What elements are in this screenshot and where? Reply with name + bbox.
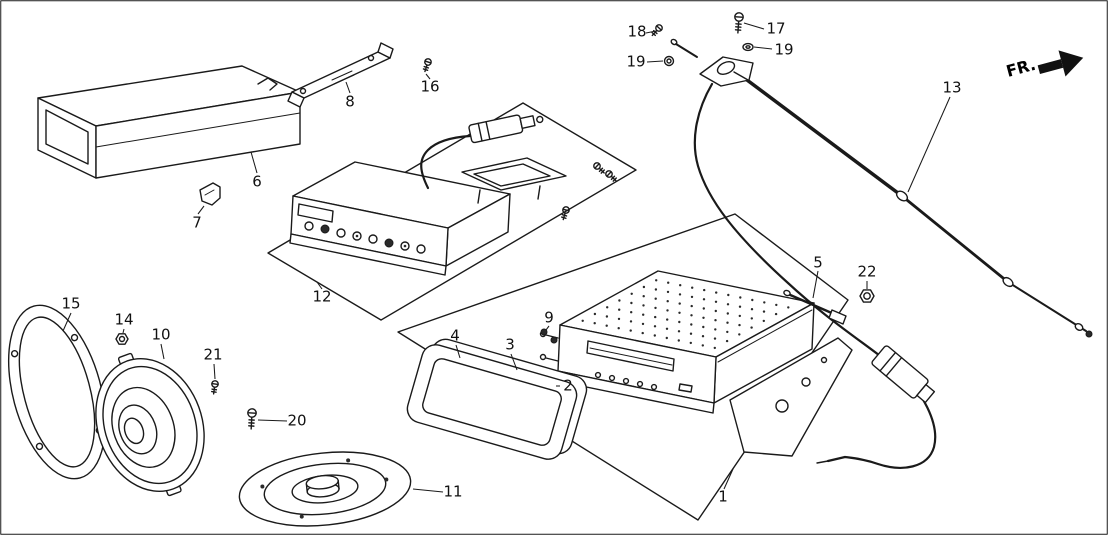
callout-5-10: 5 [813, 254, 823, 272]
screw-b [603, 168, 620, 184]
antenna-mast [745, 78, 1093, 338]
mounting-clip-7 [199, 182, 221, 206]
tuner-envelope-12 [267, 102, 637, 321]
callout-2-14: 2 [563, 377, 573, 395]
callout-22-11: 22 [857, 263, 876, 281]
callout-19-2: 19 [626, 53, 645, 71]
antenna-base [670, 38, 754, 87]
nut-22 [859, 289, 875, 303]
antenna-jack [536, 115, 544, 124]
front-panel-4 [406, 338, 588, 460]
grommet-19-left [663, 55, 675, 67]
callout-21-19: 21 [203, 346, 222, 364]
antenna-assembly [649, 11, 1093, 469]
callout-8-6: 8 [345, 93, 355, 111]
antenna-tip [1085, 330, 1093, 338]
callout-3-13: 3 [505, 336, 515, 354]
callout-10-18: 10 [151, 326, 170, 344]
tuner-bracket [461, 157, 567, 204]
callout-4-15: 4 [450, 327, 460, 345]
cassette-pocket [37, 65, 301, 179]
callout-9-12: 9 [544, 309, 554, 327]
nut-14 [115, 333, 129, 345]
callout-15-16: 15 [61, 295, 80, 313]
callout-7-8: 7 [192, 214, 202, 232]
screw-21 [209, 379, 220, 396]
callout-20-20: 20 [287, 412, 306, 430]
screw-16 [421, 57, 433, 74]
callout-16-5: 16 [420, 78, 439, 96]
bracket-8 [287, 42, 394, 108]
washer-19-right [742, 42, 754, 52]
fr-label: FR. [1004, 55, 1038, 81]
fr-direction-arrow-icon [1037, 50, 1084, 77]
speaker-gasket-15 [7, 304, 107, 480]
callout-6-7: 6 [252, 173, 262, 191]
speaker-10 [95, 352, 205, 497]
speaker-grille-11 [238, 451, 412, 527]
callout-11-21: 11 [443, 483, 462, 501]
fr-marker: FR. [1004, 50, 1084, 81]
radio-envelope-1 [397, 213, 849, 521]
radio-top-dots [581, 279, 790, 350]
callout-14-17: 14 [114, 311, 133, 329]
cable-connector-block [871, 345, 936, 404]
radio-side-bracket [729, 337, 853, 457]
screw-a [591, 160, 608, 176]
screw-17 [732, 11, 745, 34]
spacers-9 [540, 328, 558, 344]
wiring-harness [420, 114, 544, 190]
screw-18 [649, 22, 665, 39]
callout-18-0: 18 [627, 23, 646, 41]
screw-20 [246, 407, 258, 430]
callout-12-9: 12 [312, 288, 331, 306]
callout-1-22: 1 [718, 488, 728, 506]
antenna-lead-5 [783, 289, 847, 325]
leader-lines [62, 22, 951, 493]
callout-17-1: 17 [766, 20, 785, 38]
callout-13-4: 13 [942, 79, 961, 97]
radio-unit [539, 270, 815, 414]
tuner-unit [289, 161, 511, 276]
callout-19-3: 19 [774, 41, 793, 59]
